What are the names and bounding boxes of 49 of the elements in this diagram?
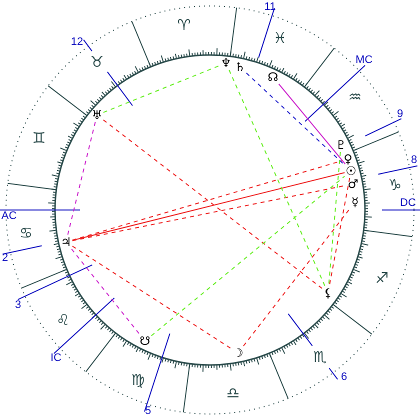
aspect-line	[102, 119, 324, 290]
zodiac-sign-glyph: ♈	[177, 17, 191, 33]
aspect-line	[328, 152, 341, 286]
house-label: AC	[1, 210, 17, 222]
zodiac-sign-glyph: ♎	[226, 385, 240, 401]
aspect-line	[150, 176, 346, 336]
house-label: 11	[264, 1, 276, 13]
aspect-line	[242, 208, 351, 346]
zodiac-sign-glyph: ♉	[90, 54, 104, 70]
house-label: 9	[396, 108, 404, 120]
planet-glyph: ☿	[351, 196, 359, 208]
planet-glyph: ♇	[336, 139, 346, 151]
aspect-line	[67, 122, 96, 236]
zodiac-sign-glyph: ♒	[348, 89, 362, 105]
aspect-line	[228, 70, 326, 286]
house-label: MC	[355, 54, 373, 66]
zodiac-sign-glyph: ♊	[32, 130, 46, 146]
aspect-line	[278, 84, 346, 164]
aspect-line	[72, 246, 232, 350]
planet-glyph: ♆	[220, 57, 232, 69]
zodiac-sign-glyph: ♓	[273, 30, 287, 46]
aspect-line	[102, 65, 220, 113]
planet-glyph: ♃	[60, 236, 72, 248]
zodiac-sign-glyph: ♍	[131, 372, 145, 388]
planet-glyph: ☽	[232, 347, 244, 359]
planet-glyph: ☉	[346, 165, 356, 177]
planet-glyph: ⚸	[324, 287, 332, 299]
aspect-line	[328, 178, 350, 286]
planet-glyph: ☊	[268, 71, 278, 83]
house-label: 12	[70, 36, 84, 48]
planet-glyph: ♀	[344, 153, 352, 165]
house-label: 6	[340, 371, 348, 383]
house-label: DC	[400, 197, 416, 209]
zodiac-sign-glyph: ♐	[375, 270, 389, 286]
planet-glyph: ♅	[92, 109, 102, 121]
zodiac-sign-glyph: ♋	[19, 225, 33, 241]
house-label: 3	[14, 299, 22, 311]
planet-glyph: ♂	[348, 178, 358, 190]
planet-glyph: ♄	[234, 61, 246, 73]
zodiac-sign-glyph: ♌	[56, 312, 70, 328]
aspect-line	[71, 248, 140, 334]
planet-glyph: ☋	[140, 335, 150, 347]
zodiac-sign-glyph: ♏	[313, 349, 327, 365]
aspect-line	[72, 160, 344, 241]
house-label: IC	[50, 352, 62, 364]
house-label: 5	[144, 405, 152, 417]
aspect-line	[246, 72, 346, 166]
house-label: 8	[410, 154, 418, 166]
zodiac-sign-glyph: ♑	[388, 177, 402, 193]
